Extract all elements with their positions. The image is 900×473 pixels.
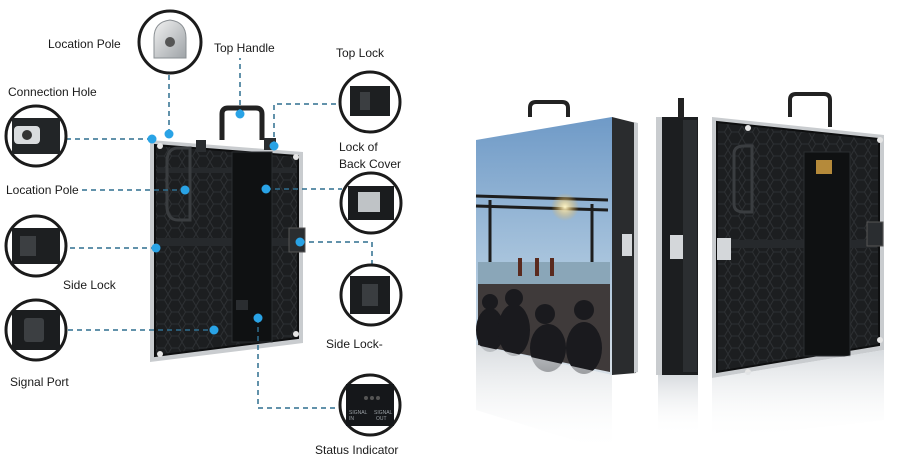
detail-location-pole-top xyxy=(137,9,203,75)
label-side-lock-right: Side Lock- xyxy=(326,337,383,351)
callout-lines xyxy=(66,58,373,409)
side-profile-view xyxy=(656,98,698,435)
label-location-pole-left: Location Pole xyxy=(6,183,79,197)
label-location-pole-top: Location Pole xyxy=(48,37,121,51)
status-signal-in-sub: IN xyxy=(349,416,354,422)
status-signal-out-sub: OUT xyxy=(376,416,387,422)
label-top-handle: Top Handle xyxy=(214,41,275,55)
label-lock-back-cover-line1: Lock of xyxy=(339,140,378,154)
rear-cabinet-main xyxy=(150,105,306,362)
label-connection-hole: Connection Hole xyxy=(8,85,97,99)
detail-connection-hole xyxy=(4,104,68,168)
front-cabinet-view xyxy=(475,100,638,452)
detail-signal-port xyxy=(4,298,68,362)
label-status-indicator: Status Indicator xyxy=(315,443,399,457)
status-signal-in: SIGNAL xyxy=(349,410,368,416)
detail-lock-back-cover xyxy=(339,171,403,235)
label-lock-back-cover-line2: Back Cover xyxy=(339,157,402,171)
label-side-lock-left: Side Lock xyxy=(63,278,116,292)
detail-side-lock-right xyxy=(339,263,403,327)
detail-side-lock-left xyxy=(4,214,68,278)
detail-status-indicator: SIGNAL IN SIGNAL OUT xyxy=(338,373,402,437)
status-signal-out: SIGNAL xyxy=(374,410,393,416)
label-signal-port: Signal Port xyxy=(10,375,69,389)
rear-cabinet-view xyxy=(712,92,884,440)
detail-top-lock xyxy=(338,70,402,134)
label-top-lock: Top Lock xyxy=(336,46,385,60)
callout-dots xyxy=(147,109,305,335)
